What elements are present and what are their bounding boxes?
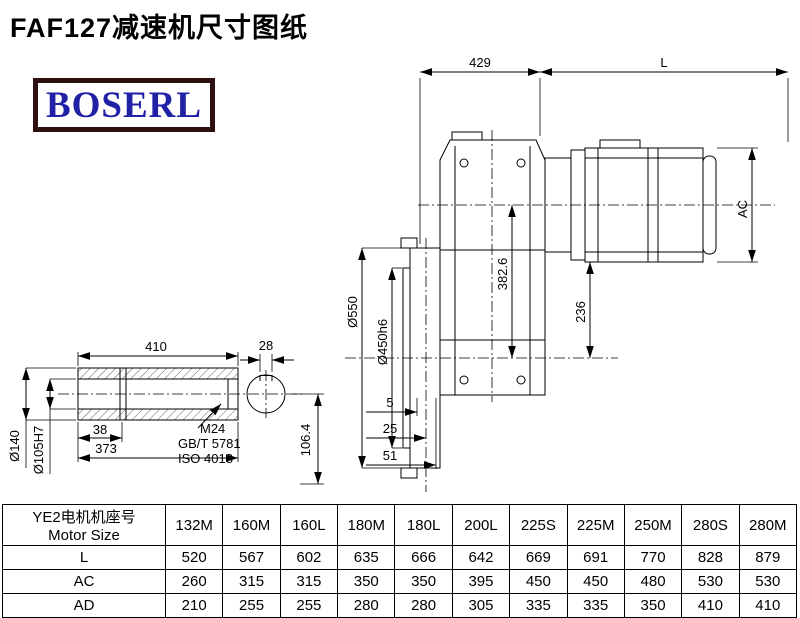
dim-5: 5 <box>386 395 393 410</box>
table-cell: 602 <box>279 545 339 570</box>
keyway <box>259 375 273 381</box>
gearmotor-outline <box>400 131 717 479</box>
table-cell: 315 <box>279 569 339 594</box>
row-label: L <box>2 545 166 570</box>
column-header: 180L <box>394 504 453 546</box>
dim-25: 25 <box>383 421 397 436</box>
table-cell: 530 <box>681 569 740 594</box>
table-cell: 691 <box>566 545 625 570</box>
table-cell: 770 <box>623 545 683 570</box>
technical-drawing: 429 L AC Ø550 Ø450h6 382.6 236 5 25 51 <box>7 55 789 492</box>
dim-106: 106.4 <box>298 424 313 457</box>
table-cell: 395 <box>451 569 511 594</box>
table-cell: 642 <box>451 545 511 570</box>
table-cell: 828 <box>681 545 740 570</box>
brand-logo: BOSERL <box>33 78 215 132</box>
dim-bore: Ø105H7 <box>31 426 46 474</box>
gearbox-housing <box>439 139 546 396</box>
table-cell: 530 <box>738 569 798 594</box>
dim-51: 51 <box>383 448 397 463</box>
table-cell: 879 <box>738 545 798 570</box>
table-cell: 666 <box>394 545 453 570</box>
table-cell: 350 <box>337 569 396 594</box>
housing-bolt <box>459 375 469 385</box>
table-cell: 520 <box>164 545 224 570</box>
thread-standard: GB/T 5781 <box>178 436 241 451</box>
column-header: 180M <box>337 504 396 546</box>
table-cell: 315 <box>222 569 281 594</box>
dim-38: 38 <box>93 422 107 437</box>
thread-label: M24 <box>200 421 225 436</box>
dim-hub-od: Ø140 <box>7 430 22 462</box>
table-cell: 350 <box>394 569 453 594</box>
table-cell: 450 <box>566 569 625 594</box>
column-header: 132M <box>164 504 224 546</box>
dim-236: 236 <box>573 301 588 323</box>
thread-iso: ISO 4018 <box>178 451 233 466</box>
column-header: 250M <box>623 504 683 546</box>
housing-cap <box>451 131 483 141</box>
dim-spigot: Ø450h6 <box>375 319 390 365</box>
shaft-dimensions: 410 28 Ø140 Ø105H7 38 373 M24 GB/T 5781 … <box>7 338 324 485</box>
dim-382: 382.6 <box>495 258 510 291</box>
dim-flange-od: Ø550 <box>345 296 360 328</box>
housing-bolt <box>516 375 526 385</box>
page-title: FAF127减速机尺寸图纸 <box>10 13 309 43</box>
housing-bolt <box>516 158 526 168</box>
column-header: 160M <box>222 504 281 546</box>
shaft-body <box>77 367 239 421</box>
column-header: 160L <box>279 504 339 546</box>
dim-28: 28 <box>259 338 273 353</box>
brand-logo-text: BOSERL <box>45 84 203 126</box>
table-cell: 635 <box>337 545 396 570</box>
dim-429: 429 <box>469 55 491 70</box>
row-label: AC <box>2 569 166 594</box>
table-cell: 450 <box>509 569 568 594</box>
housing-bolt <box>459 158 469 168</box>
dim-L: L <box>660 55 667 70</box>
dim-AC: AC <box>735 200 750 218</box>
column-header: 280M <box>738 504 798 546</box>
column-header: 225S <box>509 504 568 546</box>
column-header: 200L <box>451 504 511 546</box>
table-cell: 567 <box>222 545 281 570</box>
table-cell: 260 <box>164 569 224 594</box>
dim-410: 410 <box>145 339 167 354</box>
dim-373: 373 <box>95 441 117 456</box>
table-cell: 480 <box>623 569 683 594</box>
flange-bolt-top <box>400 237 418 249</box>
terminal-box-edge <box>599 139 641 149</box>
main-view-dimensions: 429 L AC Ø550 Ø450h6 382.6 236 5 25 51 <box>345 55 789 469</box>
column-header: 225M <box>566 504 625 546</box>
table-cell: 669 <box>509 545 568 570</box>
column-header: 280S <box>681 504 740 546</box>
flange-bolt-bottom <box>400 467 418 479</box>
